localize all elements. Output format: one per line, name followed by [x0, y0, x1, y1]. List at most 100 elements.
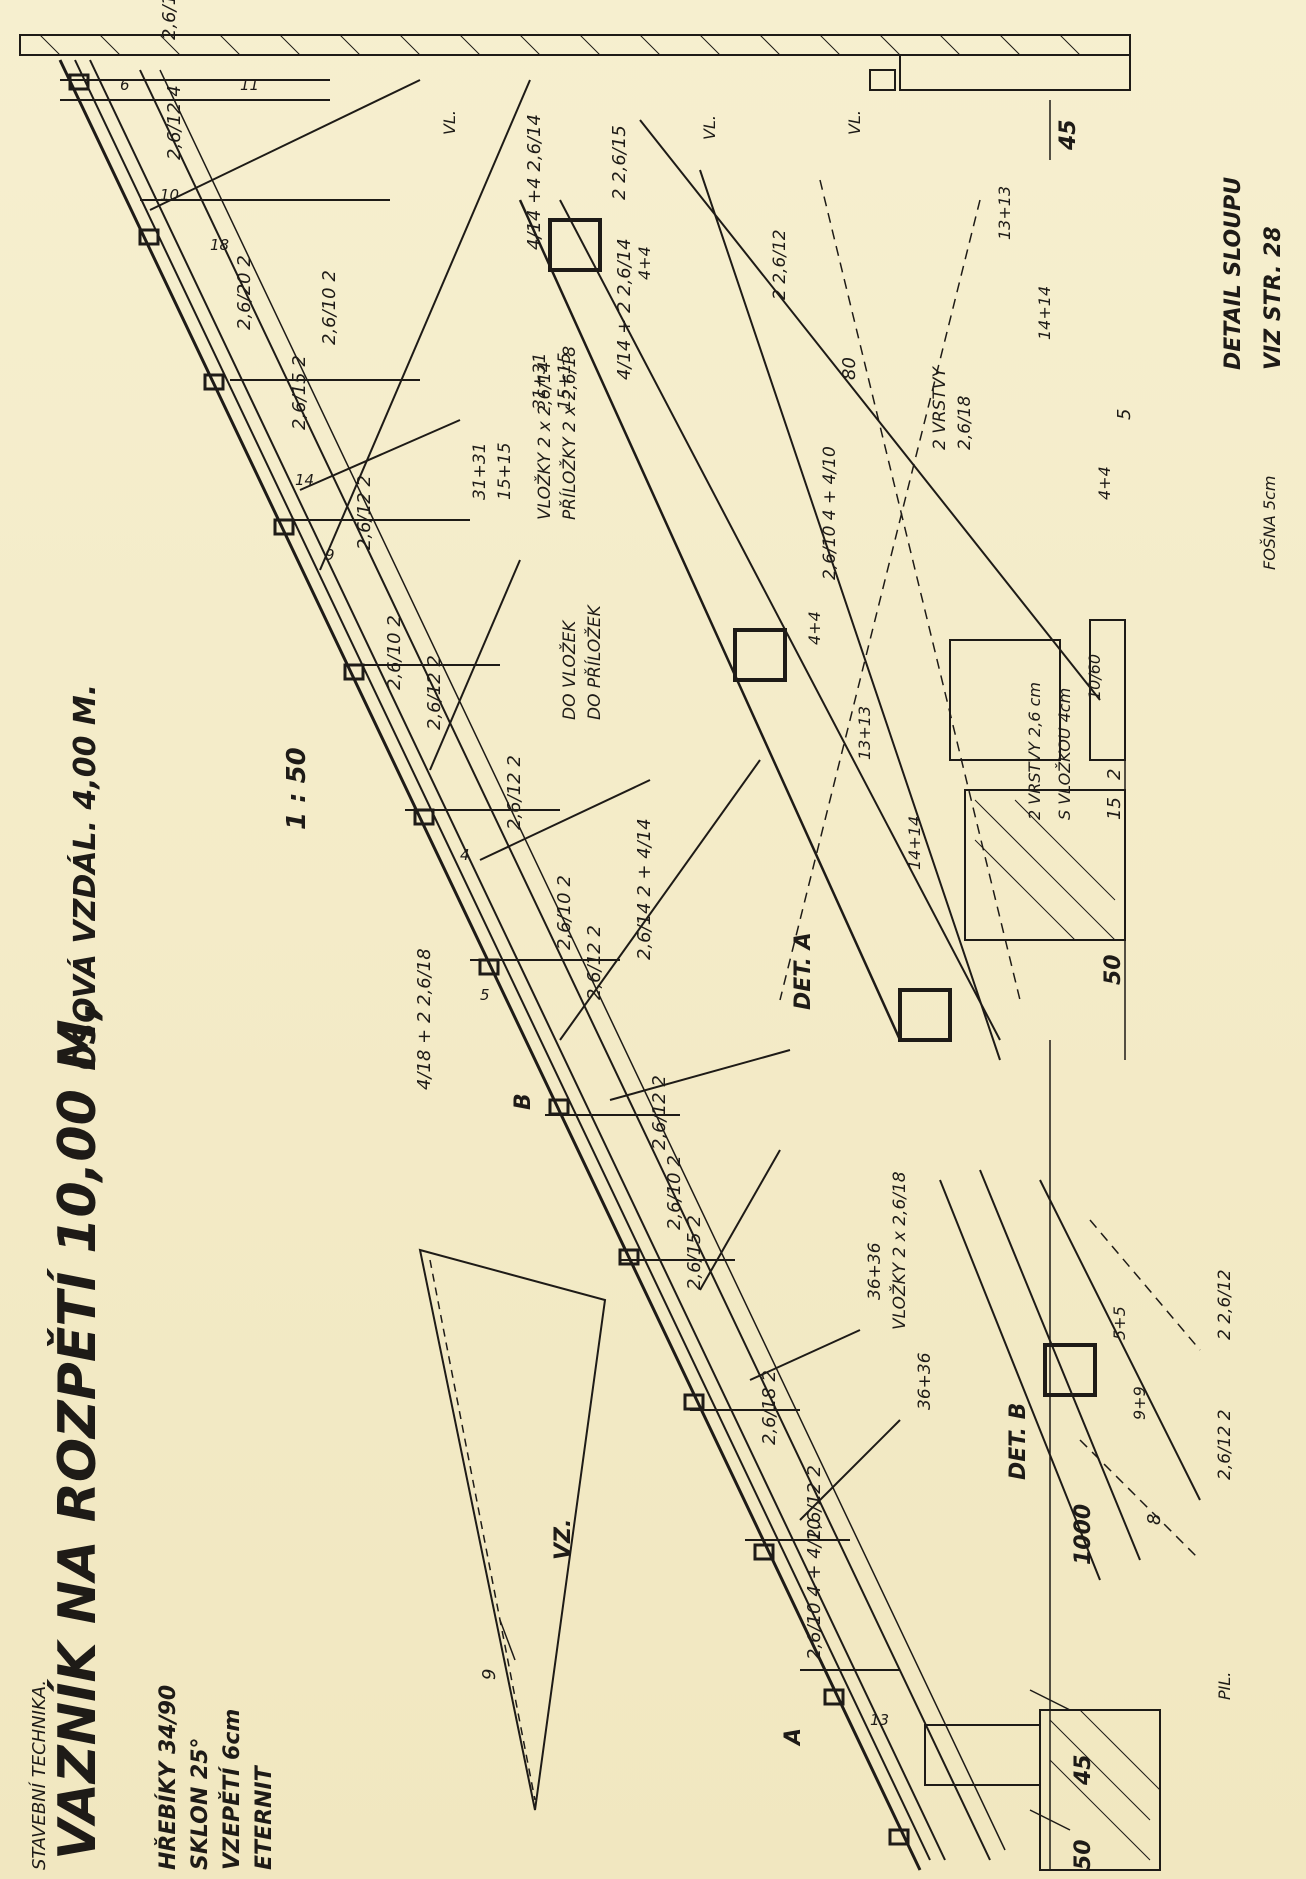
svg-text:1 : 50: 1 : 50: [282, 747, 312, 830]
svg-text:31+31: 31+31: [470, 442, 490, 500]
svg-text:4+4: 4+4: [1095, 466, 1114, 500]
svg-text:4: 4: [460, 846, 470, 864]
note-vlozek: DO VLOŽEK: [558, 619, 580, 720]
svg-text:2,6/10 2: 2,6/10 2: [664, 1155, 685, 1230]
point-b-label: B: [511, 1093, 536, 1110]
vl-label-2: VL.: [700, 115, 719, 140]
svg-text:14: 14: [295, 471, 314, 489]
camber-dim: 9: [479, 1669, 500, 1680]
svg-text:2,6/12 4: 2,6/12 4: [164, 85, 185, 160]
series-label: STAVEBNÍ TECHNIKA.: [28, 1680, 50, 1870]
vl-label-3: VL.: [845, 110, 864, 135]
svg-text:13+13: 13+13: [855, 706, 874, 760]
svg-text:2,6/12 2: 2,6/12 2: [424, 655, 445, 730]
svg-text:5+5: 5+5: [1110, 1306, 1129, 1340]
svg-text:4+4: 4+4: [635, 246, 654, 280]
see-page-label: VIZ STR. 28: [1261, 226, 1286, 370]
camber-sketch: VZ. 9: [418, 1248, 607, 1811]
svg-text:36+36: 36+36: [915, 1352, 935, 1410]
note-prilozek: DO PŘÍLOŽEK: [583, 603, 605, 720]
svg-text:2 2,6/12: 2 2,6/12: [770, 229, 790, 300]
svg-text:14+14: 14+14: [905, 816, 924, 870]
pil-label: PIL.: [1215, 1672, 1234, 1700]
plank-label: FOŠNA 5cm: [1260, 475, 1279, 570]
page-title: VAZNÍK NA ROZPĚTÍ 10,00 M,: [47, 1000, 108, 1860]
svg-text:2,6/10 4 + 4/10: 2,6/10 4 + 4/10: [820, 446, 840, 580]
left-wall-bottom: [924, 1709, 1161, 1871]
svg-text:S VLOŽKOU 4cm: S VLOŽKOU 4cm: [1055, 688, 1074, 820]
detail-column-label: DETAIL SLOUPU: [1221, 177, 1246, 370]
detail-b-label: DET. B: [1006, 1403, 1031, 1480]
det-a-col: 15: [1104, 797, 1125, 820]
svg-text:9: 9: [325, 546, 335, 564]
spec-camber: VZEPĚTÍ 6cm: [219, 1709, 245, 1870]
right-wall-top: [19, 34, 1131, 91]
svg-text:10: 10: [160, 186, 179, 204]
det-a-2: 2: [1104, 769, 1125, 780]
svg-text:VLOŽKY 2 x 2,6/14: VLOŽKY 2 x 2,6/14: [533, 361, 555, 520]
svg-text:2,6/14 2 + 4/14: 2,6/14 2 + 4/14: [634, 818, 655, 960]
svg-text:18: 18: [210, 236, 229, 254]
svg-text:2,6/12 2: 2,6/12 2: [504, 755, 525, 830]
svg-text:10/60: 10/60: [1085, 654, 1104, 700]
det-a-width: 50: [1101, 954, 1126, 985]
svg-text:2 VRSTVY 2,6 cm: 2 VRSTVY 2,6 cm: [1025, 682, 1044, 820]
svg-text:11: 11: [240, 76, 259, 94]
det-a-5: 5: [1114, 409, 1135, 420]
spec-nails: HŘEBÍKY 34/90: [155, 1685, 181, 1870]
svg-text:2,6/20 2: 2,6/20 2: [234, 255, 255, 330]
svg-text:2,6/12 2: 2,6/12 2: [584, 925, 605, 1000]
svg-text:15+15: 15+15: [495, 442, 515, 500]
det-a-80: 80: [839, 357, 860, 380]
camber-label: VZ.: [551, 1519, 576, 1560]
title-block: STAVEBNÍ TECHNIKA. VAZNÍK NA ROZPĚTÍ 10,…: [28, 684, 277, 1870]
svg-text:2 2,6/12: 2 2,6/12: [1215, 1269, 1235, 1340]
svg-text:2,6/10 2: 2,6/10 2: [384, 615, 405, 690]
detail-b: DET. B 8 9+9 5+5 2 2,6/12 2,6/12 2 PIL.: [939, 1169, 1235, 1700]
page-subtitle: OSOVÁ VZDÁL. 4,00 M.: [67, 684, 103, 1070]
svg-text:2 2,6/15: 2 2,6/15: [609, 125, 630, 200]
svg-text:31+31: 31+31: [530, 352, 550, 410]
svg-text:13+13: 13+13: [995, 186, 1014, 240]
svg-text:13: 13: [870, 1711, 889, 1729]
dimension-bottom: 1000 45 50 45: [1029, 100, 1096, 1870]
vl-label-1: VL.: [440, 110, 459, 135]
detail-a-label: DET. A: [791, 932, 816, 1010]
svg-text:2,6/12 2: 2,6/12 2: [1215, 1409, 1235, 1480]
svg-text:6: 6: [120, 76, 130, 94]
dim-span: 1000: [1071, 1504, 1096, 1565]
svg-text:9+9: 9+9: [1130, 1386, 1149, 1420]
svg-text:2,6/10 2: 2,6/10 2: [319, 270, 340, 345]
svg-text:2 VRSTVY: 2 VRSTVY: [930, 366, 950, 450]
node-numbers: 6 10 11 18 14 9 4 5 13: [120, 76, 889, 1729]
svg-text:4+4: 4+4: [805, 611, 824, 645]
spec-roofing: ETERNIT: [252, 1764, 277, 1870]
truss-main: [58, 59, 1006, 1871]
svg-text:PŘÍLOŽKY 2 x 2,6/18: PŘÍLOŽKY 2 x 2,6/18: [558, 346, 580, 520]
svg-text:2,6/12 2: 2,6/12 2: [804, 1465, 825, 1540]
svg-text:4/14 + 2 2,6/14: 4/14 + 2 2,6/14: [614, 238, 635, 380]
svg-text:2,6/14 2: 2,6/14 2: [159, 0, 180, 40]
svg-text:4/14 +4 2,6/14: 4/14 +4 2,6/14: [524, 114, 545, 250]
svg-text:2,6/15 2: 2,6/15 2: [684, 1215, 705, 1290]
dim-left-edge: 50: [1071, 1839, 1096, 1870]
truss-section-labels: 4/18 + 2 2,6/18 2,6/20 2 2,6/12 4 2,6/10…: [159, 0, 825, 1660]
svg-text:14+14: 14+14: [1035, 286, 1054, 340]
svg-text:4/18 + 2 2,6/18: 4/18 + 2 2,6/18: [414, 948, 435, 1090]
svg-text:2,6/18 2: 2,6/18 2: [759, 1370, 780, 1445]
det-b-8: 8: [1144, 1514, 1165, 1525]
svg-text:2,6/15 2: 2,6/15 2: [289, 355, 310, 430]
detail-a: DET. A 50 15 2 80 5 2 VRSTVY 2,6/18 2 VR…: [518, 119, 1135, 1061]
scale-label: 1 : 50: [282, 747, 312, 830]
point-a-label: A: [781, 1728, 806, 1747]
svg-text:2,6/12 2: 2,6/12 2: [649, 1075, 670, 1150]
spec-slope: SKLON 25°: [188, 1737, 213, 1870]
svg-text:36+36: 36+36: [865, 1242, 885, 1300]
svg-text:VLOŽKY 2 x 2,6/18: VLOŽKY 2 x 2,6/18: [888, 1171, 910, 1330]
member-notes: 31+31 15+15 31+31 15+15 VLOŽKY 2 x 2,6/1…: [470, 346, 935, 1410]
svg-text:2,6/10 2: 2,6/10 2: [554, 875, 575, 950]
svg-text:2,6/18: 2,6/18: [955, 395, 975, 450]
dim-left-bearing: 45: [1071, 1754, 1096, 1786]
